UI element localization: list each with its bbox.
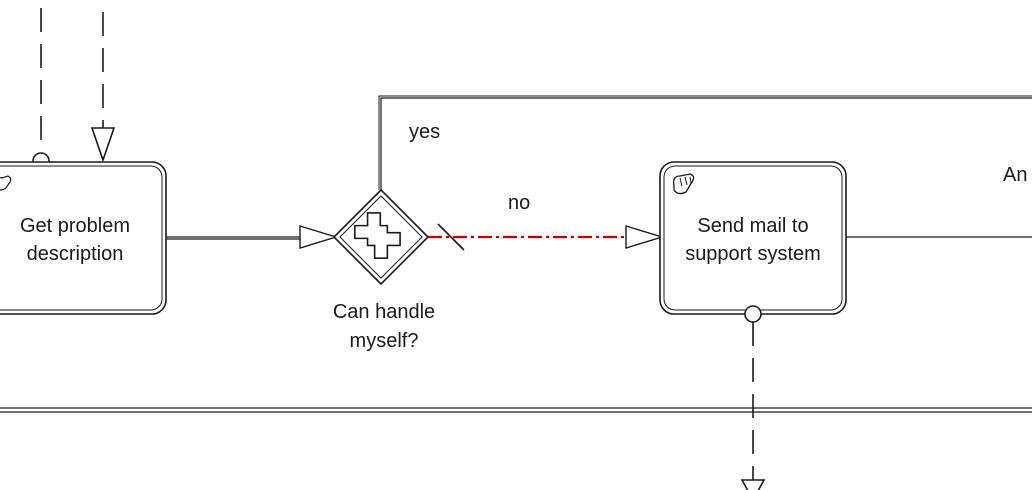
sequence-flow-arrowhead [299,225,339,249]
default-flow-slash [437,223,465,251]
gateway-label-line1: Can handle [333,301,435,323]
flow-label-yes: yes [409,121,440,143]
gateway-label-line2: myself? [350,330,419,352]
sequence-flow-arrowhead [625,225,665,249]
flow-label-offscreen: An [1003,164,1027,186]
message-flow-in-right[interactable] [90,12,116,163]
hand-icon [0,175,12,191]
task-label-line1: Get problem [20,215,130,237]
gateway-exclusive[interactable] [332,188,430,286]
task-send-mail[interactable]: Send mail to support system [659,161,847,315]
message-flow-arrowhead [90,127,116,163]
hand-icon [672,173,695,195]
cross-icon [354,212,401,259]
message-flow-out-bottom[interactable] [740,305,766,490]
sequence-flow-no[interactable] [428,223,665,251]
sequence-flow-yes[interactable] [378,95,1032,190]
message-flow-in-left[interactable] [32,8,50,170]
lane-boundary [0,407,1032,413]
flow-label-no: no [508,192,530,214]
message-flow-arrowhead [740,479,766,490]
task-label-line2: description [27,243,124,265]
task-label-line1: Send mail to [697,215,808,237]
task-label-line2: support system [685,243,821,265]
sequence-flow-to-gateway[interactable] [166,225,339,249]
task-get-problem-description[interactable]: Get problem description [0,161,167,315]
message-flow-start-circle [744,305,762,323]
